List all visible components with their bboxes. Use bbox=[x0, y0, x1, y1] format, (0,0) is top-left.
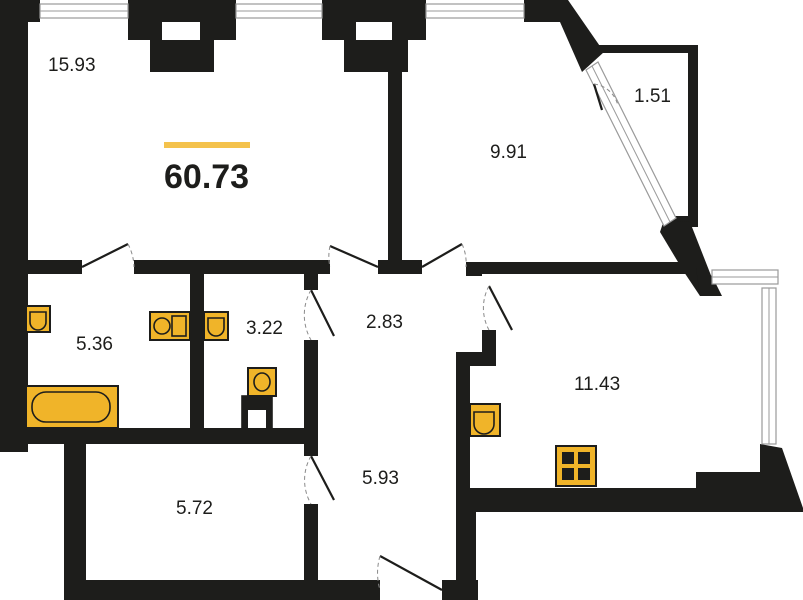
wall-bath-toilet bbox=[190, 260, 204, 436]
wall-row1-c bbox=[378, 260, 422, 274]
wall-hall-right-upper bbox=[466, 262, 482, 276]
fixtures bbox=[25, 305, 597, 487]
wall-kitchen-bottom bbox=[456, 444, 803, 598]
toilet-sink-icon bbox=[203, 311, 229, 341]
room-area-balcony: 1.51 bbox=[634, 86, 671, 107]
total-area: 60.73 bbox=[164, 158, 249, 196]
wall-row1-a bbox=[0, 260, 82, 274]
wall-top-1 bbox=[0, 0, 40, 22]
room-area-storage: 5.72 bbox=[176, 498, 213, 519]
kitchen-sink-icon bbox=[469, 403, 501, 437]
door-bathroom bbox=[81, 243, 135, 268]
door-toilet bbox=[303, 289, 335, 341]
wall-kitchen-right-top bbox=[696, 268, 722, 296]
wall-storage-right-top bbox=[304, 436, 318, 456]
wall-living-bedroom bbox=[388, 40, 402, 272]
room-area-hall: 5.93 bbox=[362, 468, 399, 489]
windows bbox=[39, 3, 779, 445]
sink-icon bbox=[25, 305, 51, 333]
wall-row1-b bbox=[134, 260, 330, 274]
door-storage bbox=[304, 455, 335, 505]
room-area-living: 15.93 bbox=[48, 55, 96, 76]
wall-row1-d bbox=[466, 262, 696, 274]
stove-icon bbox=[555, 445, 597, 487]
room-area-kitchen: 11.43 bbox=[574, 374, 620, 395]
wall-storage-bottom bbox=[64, 580, 380, 600]
bathtub-icon bbox=[25, 385, 119, 429]
pilaster-left bbox=[128, 0, 236, 72]
wall-row2 bbox=[0, 428, 318, 444]
room-area-toilet: 3.22 bbox=[246, 318, 283, 339]
toilet-icon bbox=[241, 367, 277, 429]
total-area-accent-bar bbox=[164, 142, 250, 148]
wall-balcony-top bbox=[598, 45, 698, 53]
room-area-corridor: 2.83 bbox=[366, 312, 403, 333]
wall-diagonal-top bbox=[524, 0, 604, 72]
door-entrance bbox=[377, 555, 443, 591]
room-area-bathroom: 5.36 bbox=[76, 334, 113, 355]
wall-kitchen-door-jamb bbox=[482, 330, 496, 352]
door-bedroom bbox=[421, 243, 467, 268]
wall-toilet-corridor-top bbox=[304, 260, 318, 290]
room-area-bedroom: 9.91 bbox=[490, 142, 527, 163]
door-kitchen bbox=[482, 285, 513, 331]
wall-toilet-corridor-bot bbox=[304, 340, 318, 440]
wall-storage-right-bot bbox=[304, 504, 318, 584]
doors bbox=[81, 83, 619, 591]
room-labels: 15.93 9.91 1.51 5.36 3.22 2.83 11.43 5.7… bbox=[48, 55, 671, 519]
door-balcony bbox=[592, 83, 619, 111]
toilet-bath-icon bbox=[149, 311, 191, 341]
door-living bbox=[328, 244, 379, 269]
wall-left-outer bbox=[0, 0, 28, 452]
wall-storage-left bbox=[64, 436, 86, 600]
wall-balcony-right bbox=[688, 45, 698, 227]
